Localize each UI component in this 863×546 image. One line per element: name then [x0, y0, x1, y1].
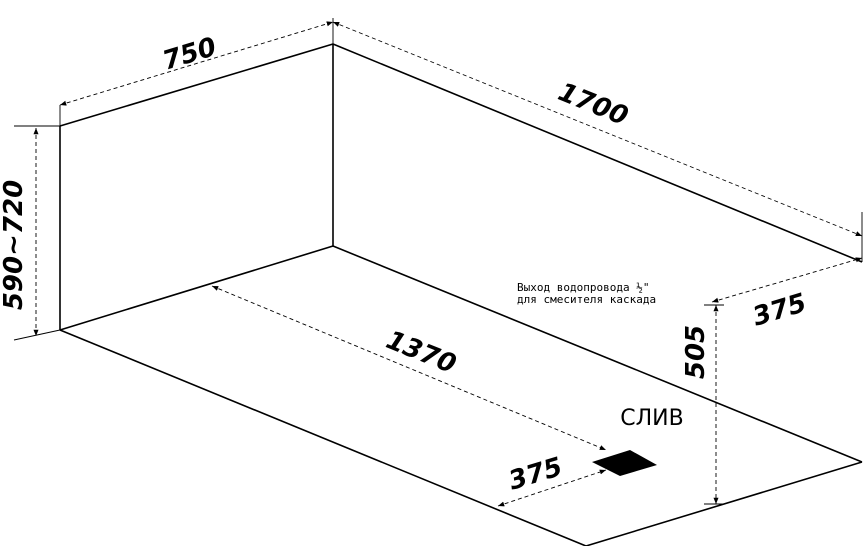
dim-label-pipe-375: 375 — [749, 288, 810, 333]
dim-line-pipe-375 — [711, 257, 863, 303]
dim-label-1370: 1370 — [382, 325, 460, 380]
dim-label-height: 590~720 — [0, 180, 29, 310]
dim-label-1700: 1700 — [554, 77, 632, 132]
tub-outline — [59, 43, 863, 546]
dim-line-1700 — [332, 21, 863, 237]
dim-line-750 — [59, 21, 334, 106]
dim-line-1370 — [211, 285, 607, 451]
top-right-edge — [332, 43, 863, 263]
bottom-back-edge — [59, 245, 334, 331]
dim-label-drain-375: 375 — [505, 452, 566, 497]
drain-label: СЛИВ — [620, 406, 683, 431]
pipe-note-line1: Выход водопровода ½" — [517, 281, 649, 294]
dim-label-750: 750 — [159, 32, 220, 77]
drain-shape — [592, 450, 657, 476]
pipe-note-line2: для смесителя каскада — [517, 293, 656, 306]
dimension-lines — [33, 21, 863, 507]
dim-label-505: 505 — [681, 325, 711, 379]
bottom-front-edge — [59, 329, 587, 546]
dim-line-drain-375 — [497, 469, 607, 507]
extension-lines — [13, 18, 863, 505]
